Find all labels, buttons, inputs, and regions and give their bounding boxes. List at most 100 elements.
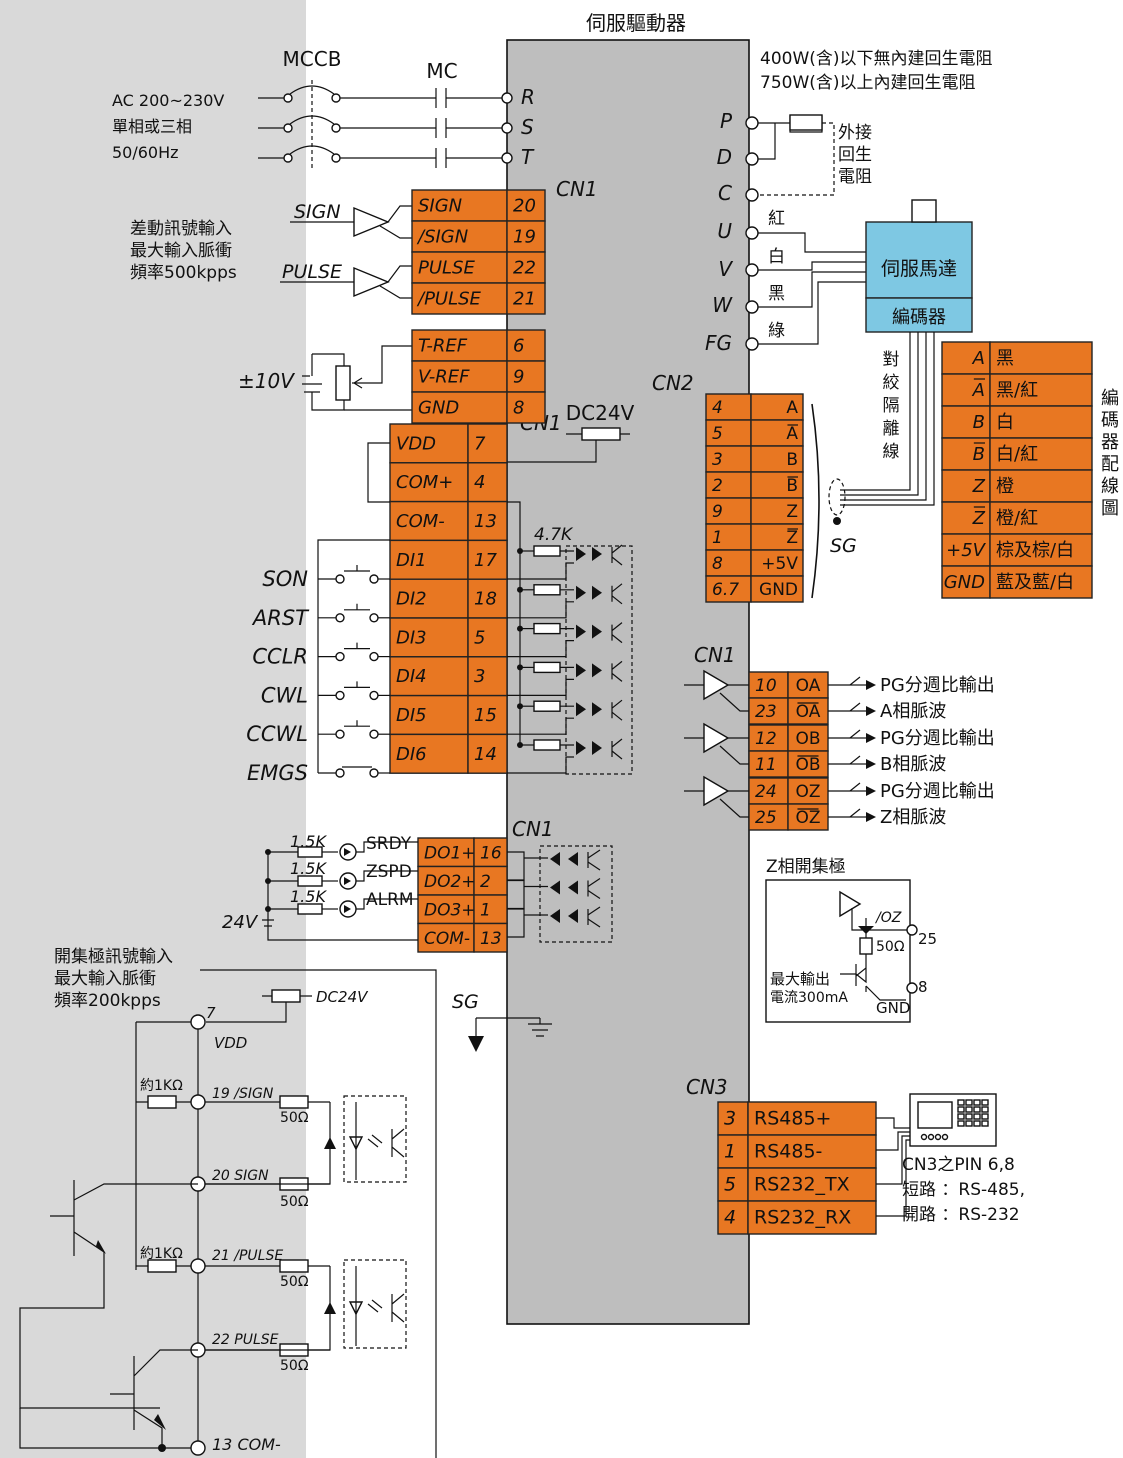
di-switch-contact-a-3 [335, 690, 345, 701]
twisted-char-2: 絞 [883, 373, 900, 393]
di-switch-contact-b-2 [369, 651, 379, 662]
do-led-arrow-0 [344, 848, 351, 856]
z-oc-current-1: 最大輸出 [770, 970, 830, 988]
pg-pin-0: 10 [755, 676, 777, 696]
vdd-com-jumper [367, 442, 390, 503]
do-row-name-0-cell [417, 837, 475, 868]
do-opto-transistor-1 [587, 878, 601, 899]
oc-desc-1: 開集極訊號輸入 [54, 947, 173, 967]
pg-arrow-2 [866, 733, 876, 743]
left-shaded-area [0, 0, 306, 1458]
pg-sig-2-cell [787, 724, 829, 752]
encw-title-char-1: 碼 [1101, 410, 1119, 431]
analog-row-pin-2-cell [506, 391, 546, 424]
di-switch-contact-a-4 [335, 729, 345, 739]
oc-50-resistor-2 [279, 1259, 309, 1273]
di-switch-bar-3 [344, 681, 370, 688]
di-row-pin-2-cell [467, 500, 508, 542]
pg-driver-leads-2 [684, 790, 749, 818]
pc-key [981, 1106, 989, 1113]
twisted-char-5: 線 [883, 442, 900, 462]
di-resistor-1 [533, 584, 561, 596]
do-opto-transistor-2 [587, 906, 601, 928]
di-switch-bar-2 [344, 642, 370, 650]
cn1-label-do: CN1 [512, 817, 554, 841]
enc-sig-2-cell [750, 445, 804, 473]
sign-line-driver [353, 206, 390, 238]
pc-key [957, 1106, 965, 1113]
pulse-row-name-2: PULSE [418, 258, 475, 279]
pulse-row-pin-2: 22 [513, 258, 536, 279]
z-open-collector-section: Z相開集極 /OZ 50Ω 25 8 GND 最大輸出 電流300mA [765, 857, 937, 1023]
do-supply-node-1 [265, 878, 271, 884]
wire-color-green: 綠 [768, 321, 785, 341]
pc-key [981, 1099, 989, 1106]
rs-pin-0: 3 [724, 1108, 736, 1130]
dc24v-source-symbol [581, 427, 621, 441]
encoder-box [865, 297, 973, 333]
oc-com-label: 13 COM- [212, 1435, 281, 1454]
pulse-row-pin-3: 21 [513, 289, 536, 310]
encoder-label: 編碼器 [892, 307, 946, 328]
rs-note-3: 開路 ：RS-232 [902, 1205, 1020, 1225]
pg-sig-1: OA [796, 702, 821, 722]
do-resistor-label-2: 1.5K [290, 859, 327, 878]
pulse-row-name-3-cell [411, 282, 508, 315]
terminal-w-dot [745, 300, 759, 314]
pg-sig-3: OB [795, 755, 820, 775]
pg-pin-5: 25 [755, 808, 777, 828]
analog-row-name-2-cell [411, 391, 508, 424]
rs-sig-1: RS485- [754, 1141, 822, 1163]
enc-pin-6: 8 [712, 554, 723, 574]
pulse-row-pin-1: 19 [513, 227, 536, 248]
di-opto-transistor-2 [611, 622, 623, 644]
z-oc-pin-top-dot [906, 924, 918, 936]
rst-terminal-dot-0 [501, 92, 513, 104]
enc-pin-6-cell [705, 549, 752, 577]
di-signal-emgs: EMGS [247, 761, 308, 785]
pulse-row-pin-3-cell [506, 282, 546, 315]
z-oc-gnd-label: GND [876, 999, 910, 1017]
di-switch-contact-a-5 [335, 768, 345, 778]
pg-pin-2-cell [748, 724, 789, 752]
pg-sig-0: OA [796, 676, 821, 696]
pg-driver-leads-0 [684, 684, 749, 712]
encw-sig-1: A [972, 380, 985, 401]
do-source-label: 24V [222, 912, 259, 933]
di-resistor-0 [533, 545, 561, 557]
enc-sig-7-cell [750, 575, 804, 603]
pc-key [965, 1106, 973, 1113]
pc-knob [927, 1133, 935, 1141]
oc-1k-resistor-2 [147, 1259, 177, 1273]
di-resistor-2 [533, 622, 561, 635]
do-row-pin-0: 16 [480, 843, 502, 863]
pulse-row-pin-0: 20 [513, 196, 536, 217]
regen-external-dashed [758, 122, 835, 196]
enc-pin-3: 2 [712, 476, 723, 496]
mccb-contact-a-0 [283, 93, 293, 103]
oc-dc24v-wiring [206, 995, 312, 1023]
encw-sig-4-cell [941, 469, 991, 503]
ac-input-line-2: 單相或三相 [112, 117, 192, 136]
encw-sig-0-cell [941, 341, 991, 375]
sg-arrow [468, 1036, 484, 1052]
regen-note-2: 750W(含)以上內建回生電阻 [760, 73, 976, 93]
di-switch-contact-b-1 [369, 613, 379, 623]
analog-row-pin-0: 6 [513, 336, 524, 357]
cn2-label: CN2 [652, 371, 694, 395]
rs-pin-3: 4 [724, 1207, 736, 1229]
enc-sig-7: GND [759, 580, 798, 600]
oc-terminal-2 [190, 1258, 206, 1274]
di-opto-led-b-0 [592, 547, 602, 561]
di-row-pin-1: 4 [474, 472, 485, 493]
z-oc-title: Z相開集極 [766, 857, 846, 877]
z-oc-buffer [839, 890, 862, 918]
pc-keypad-icon [920, 1099, 989, 1141]
mccb-contact-b-1 [331, 123, 341, 133]
